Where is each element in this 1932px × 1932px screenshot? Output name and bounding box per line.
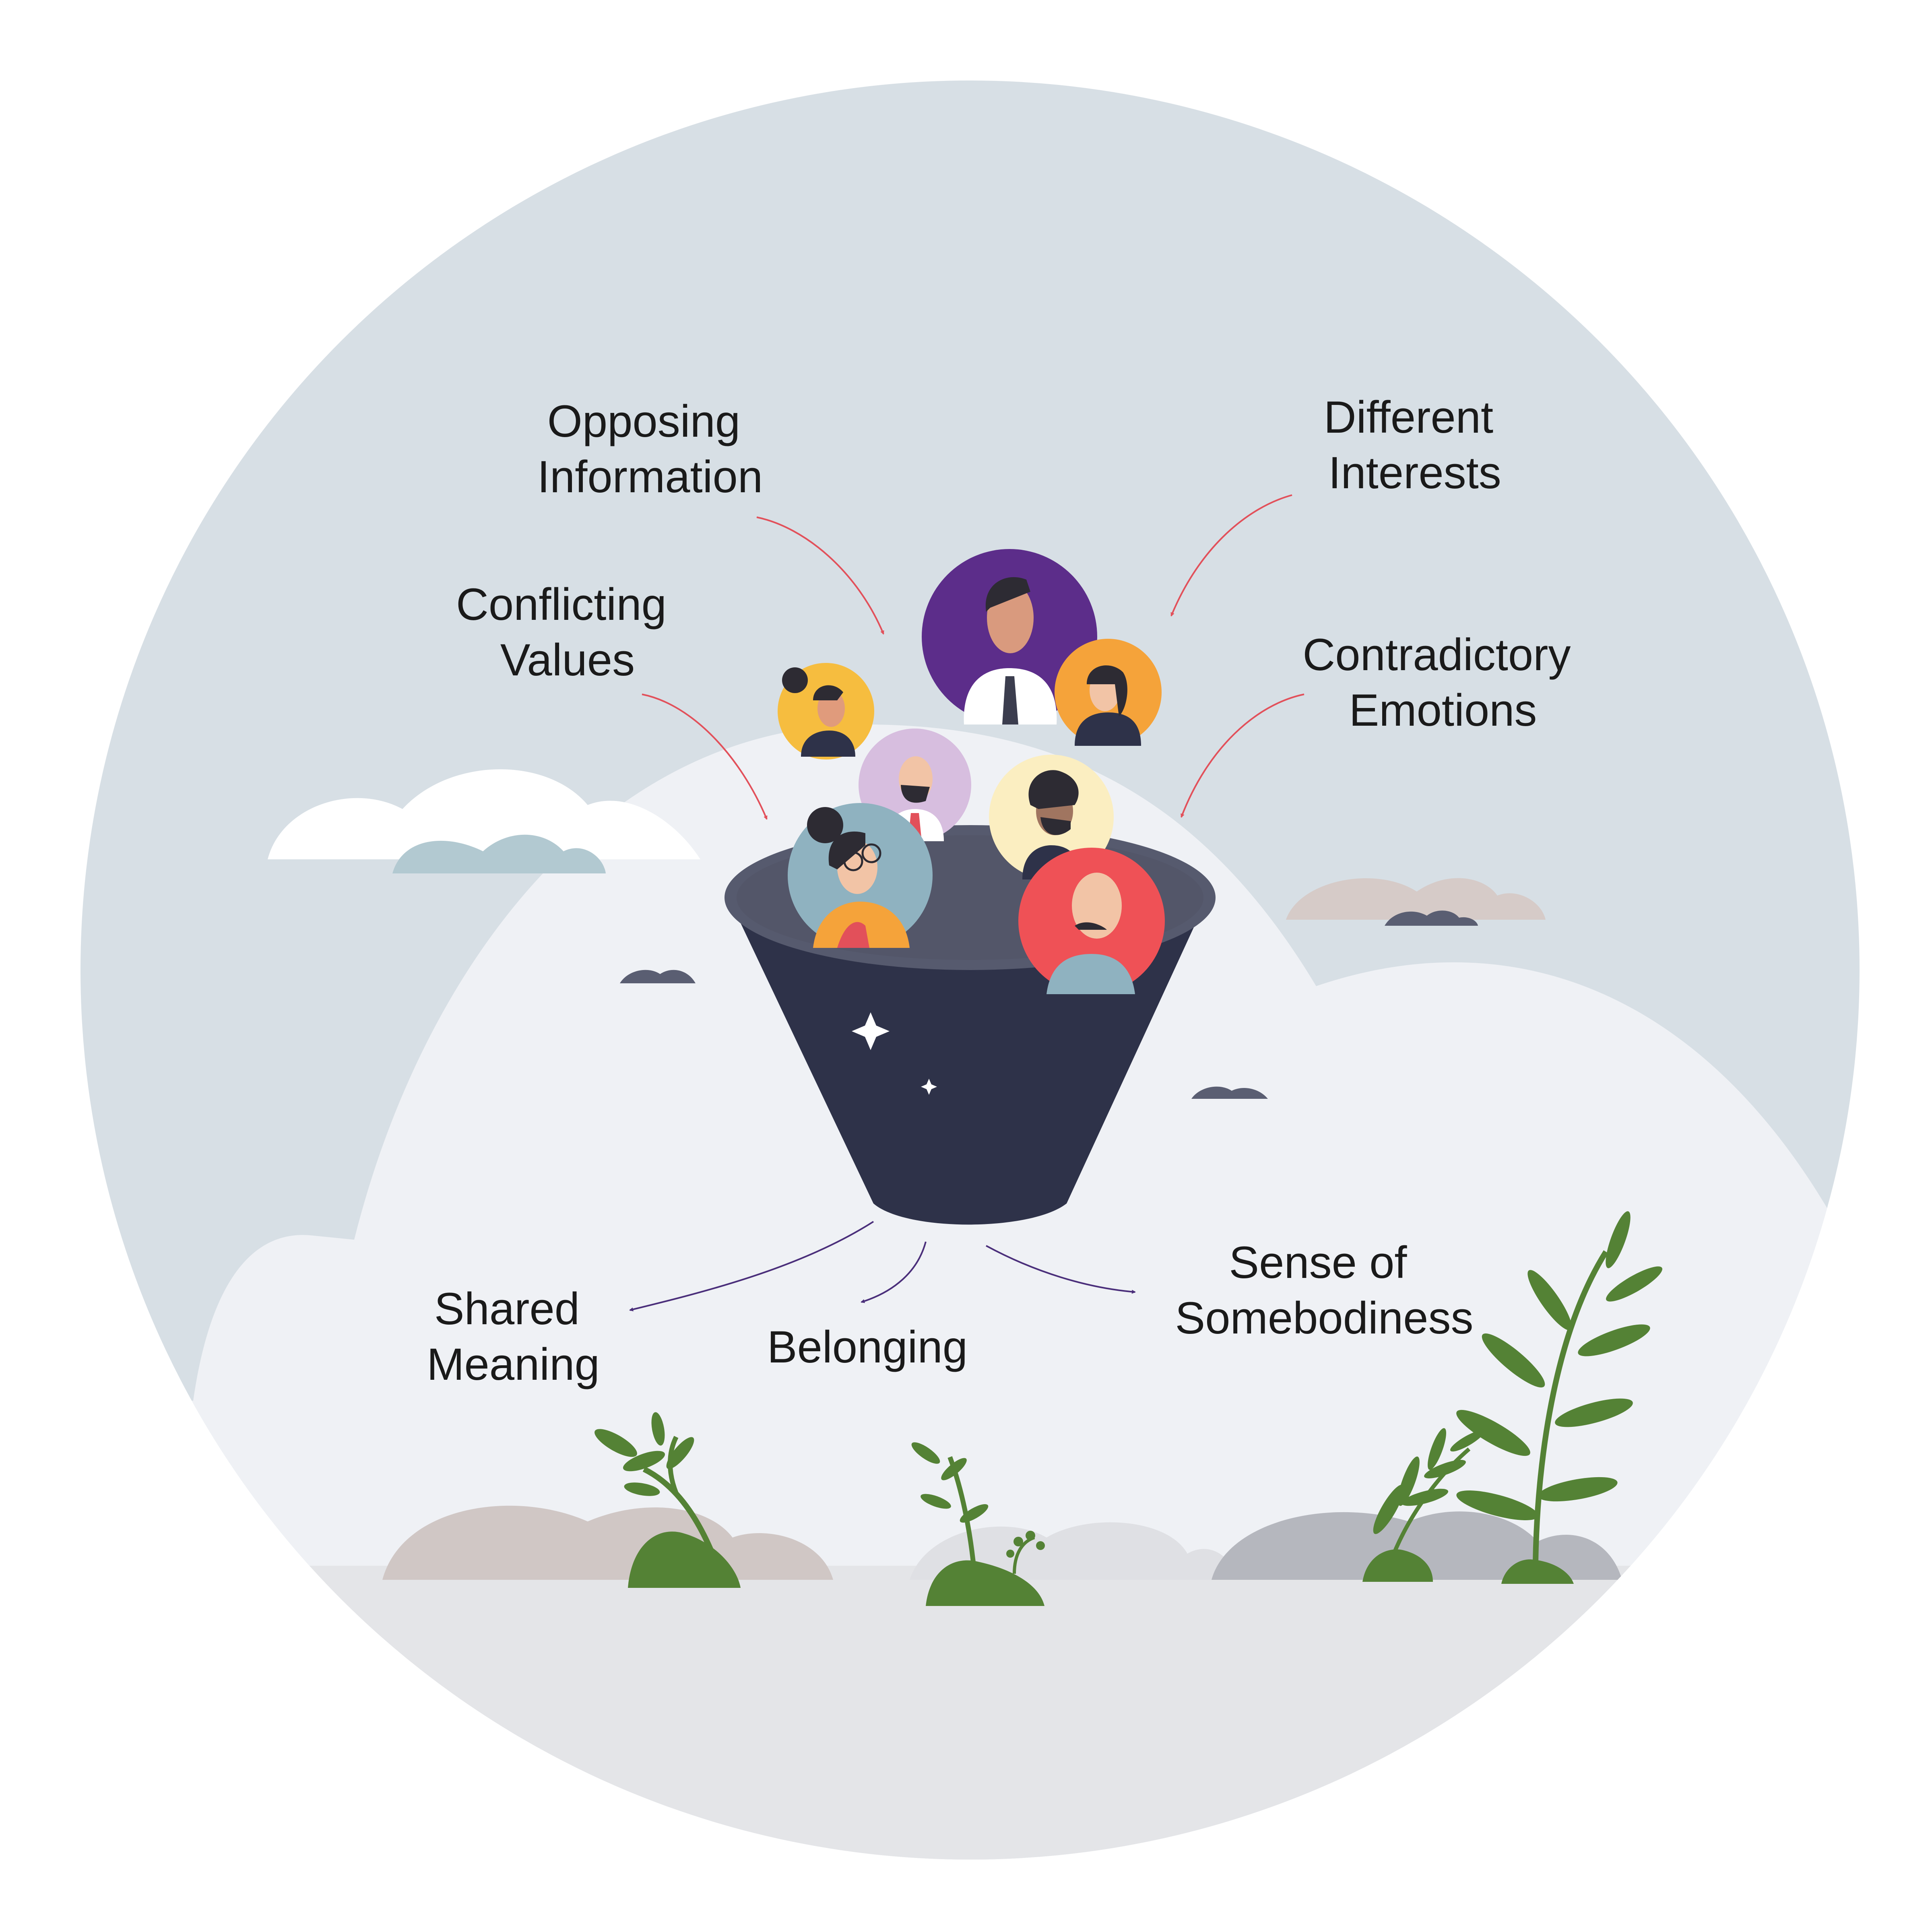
label-different-interests: Different Interests (1324, 392, 1506, 498)
label-sense-of-somebodiness: Sense of Somebodiness (1175, 1237, 1474, 1343)
plant-right (1362, 1211, 1662, 1584)
cloud-small-2 (1191, 1086, 1268, 1099)
arrow-shared-meaning (629, 1221, 874, 1311)
label-belonging: Belonging (767, 1322, 968, 1372)
label-shared-meaning: Shared Meaning (427, 1284, 600, 1389)
arrow-opposing-information (756, 516, 884, 635)
output-arrows (629, 1221, 1136, 1311)
label-conflicting-values: Conflicting Values (456, 579, 679, 685)
cloud-left (268, 769, 700, 873)
avatar-man-purple (922, 549, 1097, 724)
arrow-contradictory-emotions (1181, 694, 1305, 818)
avatar-woman-orange (1055, 639, 1162, 746)
sparkle-icon (852, 1012, 937, 1095)
cloud-small-1 (620, 970, 696, 983)
avatars (778, 549, 1165, 994)
plant-left (594, 1412, 741, 1588)
output-labels: Shared Meaning Belonging Sense of Somebo… (427, 1237, 1473, 1389)
label-contradictory-emotions: Contradictory Emotions (1302, 630, 1583, 735)
label-opposing-information: Opposing Information (537, 396, 763, 502)
cloud-right (1286, 878, 1546, 926)
plant-center (911, 1442, 1045, 1606)
arrow-belonging (861, 1241, 927, 1303)
avatar-man-red (1018, 848, 1165, 994)
input-arrows (642, 494, 1305, 820)
ground (80, 1566, 1860, 1860)
avatar-woman-blue (788, 803, 933, 948)
arrow-sense-of-somebodiness (986, 1245, 1136, 1294)
avatar-woman-yellow (778, 663, 874, 760)
input-labels: Opposing Information Different Interests… (456, 392, 1583, 735)
arrow-conflicting-values (642, 694, 768, 820)
arrow-different-interests (1170, 494, 1292, 617)
